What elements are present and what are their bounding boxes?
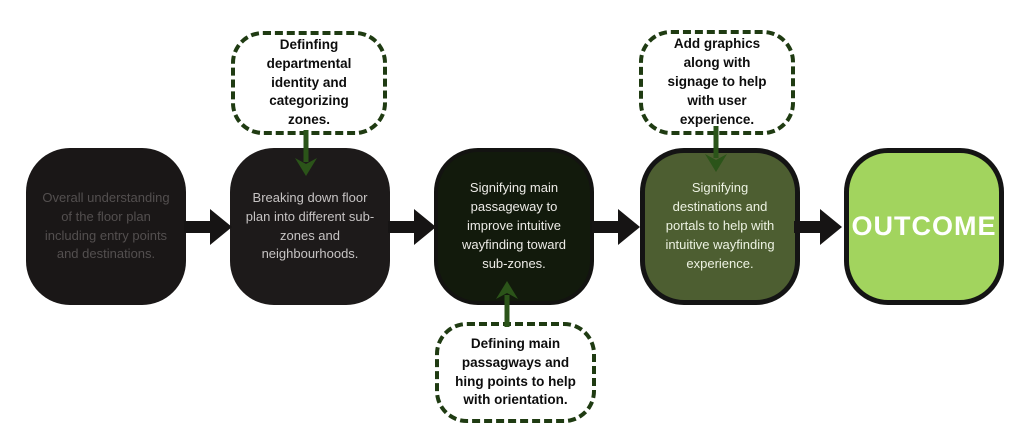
callout-bubble-1: Definfing departmental identity and cate… [231, 31, 387, 135]
flow-arrow-2-right-icon [388, 209, 436, 245]
step-box-4: Signifying destinations and portals to h… [640, 148, 800, 305]
step-4-label: Signifying destinations and portals to h… [665, 180, 775, 271]
arrow-shaft [184, 221, 214, 233]
step-3-label: Signifying main passageway to improve in… [461, 180, 567, 271]
arrow-head [210, 209, 232, 245]
arrow-head [414, 209, 436, 245]
callout-1-label: Definfing departmental identity and cate… [266, 36, 352, 128]
callout-arrow-down-icon [295, 130, 317, 176]
callout-arrow-up-icon [496, 281, 518, 327]
flow-arrow-1-right-icon [184, 209, 232, 245]
callout-3-label: Defining main passagways and hing points… [455, 335, 576, 408]
step-2-label: Breaking down floor plan into different … [245, 189, 375, 262]
callout-bubble-2: Add graphics along with signage to help … [639, 30, 795, 135]
callout-arrow-down-icon [705, 126, 727, 172]
step-box-1: Overall understanding of the floor plan … [26, 148, 186, 305]
outcome-label: OUTCOME [851, 210, 997, 241]
arrow-shaft [794, 221, 824, 233]
callout-2-label: Add graphics along with signage to help … [667, 36, 767, 127]
flow-arrow-4-right-icon [794, 209, 842, 245]
step-1-label: Overall understanding of the floor plan … [42, 189, 170, 262]
arrow-head [618, 209, 640, 245]
arrow-shaft [592, 221, 622, 233]
step-box-2: Breaking down floor plan into different … [230, 148, 390, 305]
outcome-box: OUTCOME [844, 148, 1004, 305]
arrow-head [820, 209, 842, 245]
arrow-shaft [388, 221, 418, 233]
callout-bubble-3: Defining main passagways and hing points… [435, 322, 596, 423]
step-box-3: Signifying main passageway to improve in… [434, 148, 594, 305]
flow-arrow-3-right-icon [592, 209, 640, 245]
